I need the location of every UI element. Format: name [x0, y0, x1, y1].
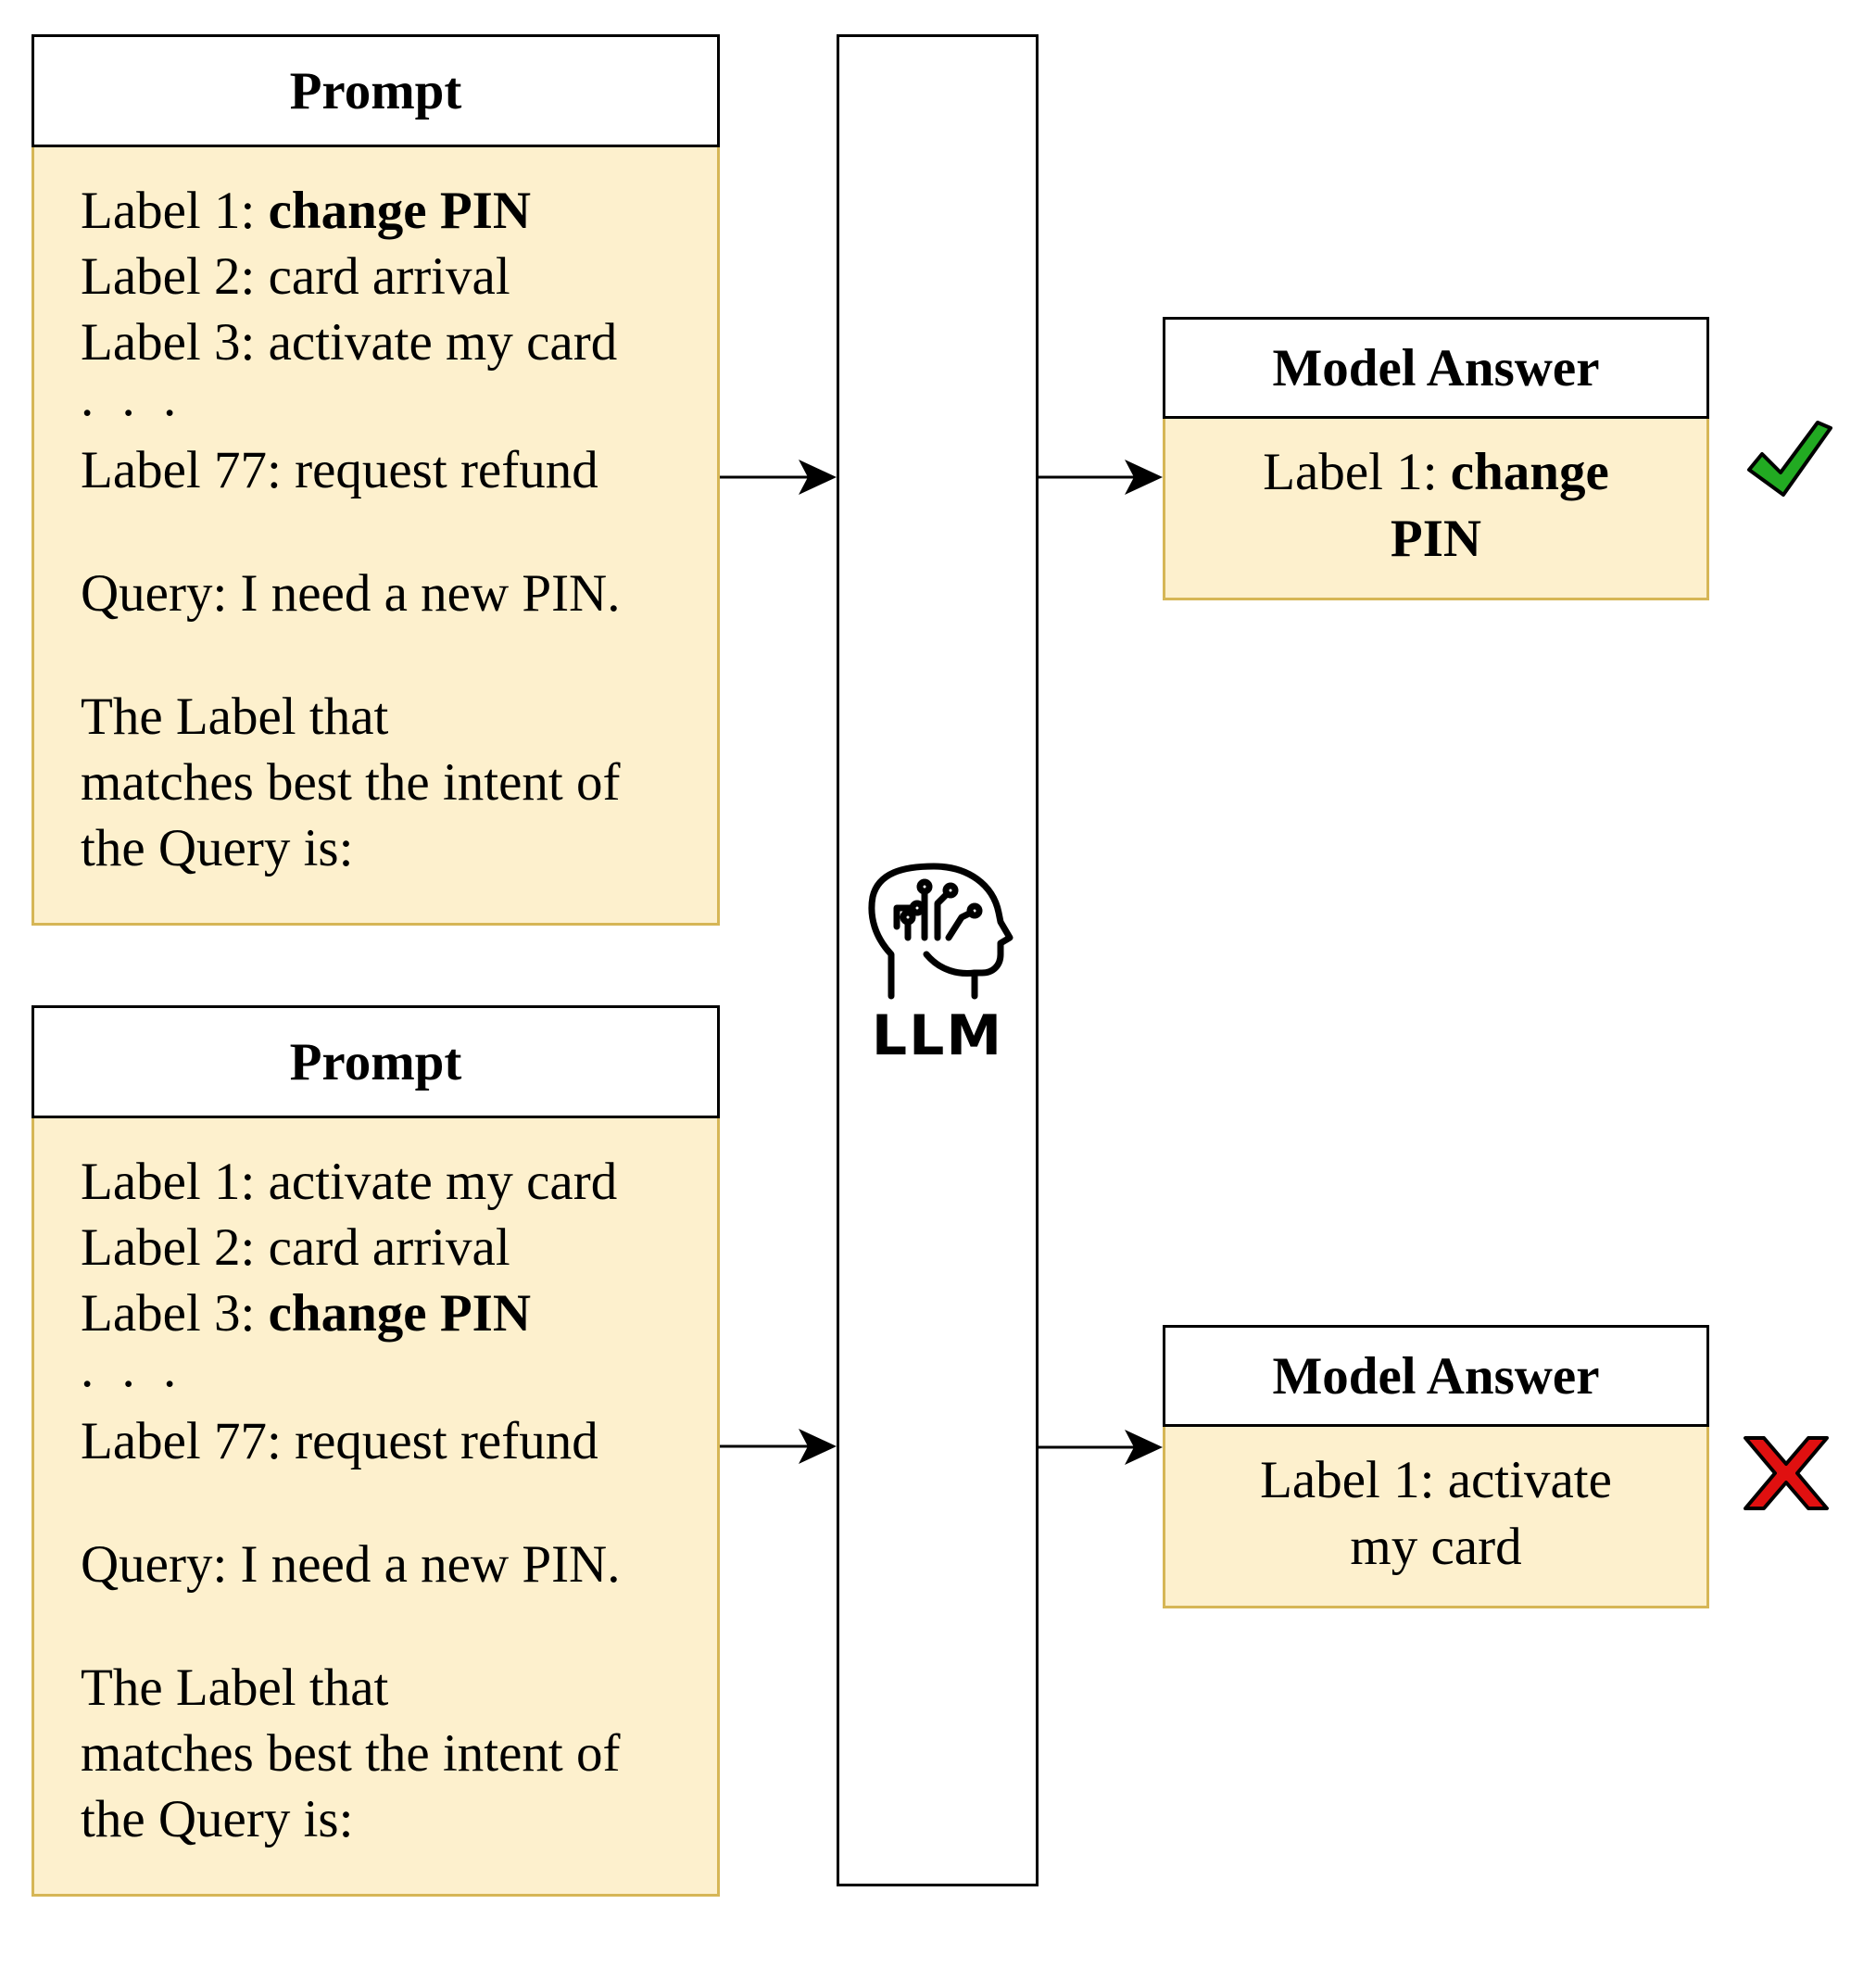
answer-1-body: Label 1: change PIN	[1163, 419, 1709, 600]
red-x-icon	[1744, 1436, 1829, 1510]
prompt-2-label-line: Label 77: request refund	[81, 1412, 598, 1470]
prompt-2-label-line: Label 2: card arrival	[81, 1218, 510, 1277]
prompt-1-title: Prompt	[289, 61, 462, 120]
prompt-2-instruction: the Query is:	[81, 1790, 354, 1848]
llm-label: LLM	[871, 1003, 1004, 1068]
answer-2-header: Model Answer	[1163, 1325, 1709, 1427]
prompt-1-instruction: matches best the intent of	[81, 753, 621, 812]
answer-2-text: Label 1: activate my card	[1260, 1451, 1612, 1576]
prompt-1-instruction: the Query is:	[81, 819, 354, 877]
prompt-1-text: Label 1: change PIN Label 2: card arriva…	[81, 178, 621, 881]
prompt-2-label-line: Label 3: change PIN	[81, 1284, 532, 1343]
answer-1-title: Model Answer	[1272, 338, 1600, 397]
arrow-prompt-1-to-llm	[720, 460, 837, 495]
prompt-2-query: Query: I need a new PIN.	[81, 1535, 621, 1594]
prompt-1-label-line: Label 77: request refund	[81, 441, 598, 499]
answer-1-text: Label 1: change PIN	[1263, 443, 1609, 568]
answer-2-body: Label 1: activate my card	[1163, 1427, 1709, 1608]
prompt-2-body: Label 1: activate my card Label 2: card …	[31, 1118, 720, 1897]
arrow-llm-to-answer-1	[1039, 460, 1163, 495]
prompt-2-header: Prompt	[31, 1005, 720, 1118]
answer-2-title: Model Answer	[1272, 1346, 1600, 1406]
arrow-llm-to-answer-2	[1039, 1430, 1163, 1465]
prompt-2-ellipsis: . . .	[81, 1340, 184, 1398]
arrow-prompt-2-to-llm	[720, 1429, 837, 1464]
green-checkmark-icon	[1747, 421, 1832, 497]
prompt-1-label-line: Label 1: change PIN	[81, 182, 532, 240]
prompt-2-instruction: The Label that	[81, 1658, 389, 1717]
prompt-1-instruction: The Label that	[81, 687, 389, 746]
prompt-1-label-line: Label 3: activate my card	[81, 313, 618, 372]
llm-block	[837, 34, 1039, 1886]
prompt-2-text: Label 1: activate my card Label 2: card …	[81, 1149, 621, 1852]
prompt-2-label-line: Label 1: activate my card	[81, 1153, 618, 1211]
prompt-1-body: Label 1: change PIN Label 2: card arriva…	[31, 147, 720, 926]
prompt-1-ellipsis: . . .	[81, 369, 184, 427]
prompt-1-label-line: Label 2: card arrival	[81, 247, 510, 306]
ai-head-circuit-icon	[868, 863, 1014, 1000]
prompt-1-query: Query: I need a new PIN.	[81, 564, 621, 623]
answer-1-header: Model Answer	[1163, 317, 1709, 419]
prompt-2-instruction: matches best the intent of	[81, 1724, 621, 1783]
prompt-2-title: Prompt	[289, 1032, 462, 1091]
prompt-1-header: Prompt	[31, 34, 720, 147]
